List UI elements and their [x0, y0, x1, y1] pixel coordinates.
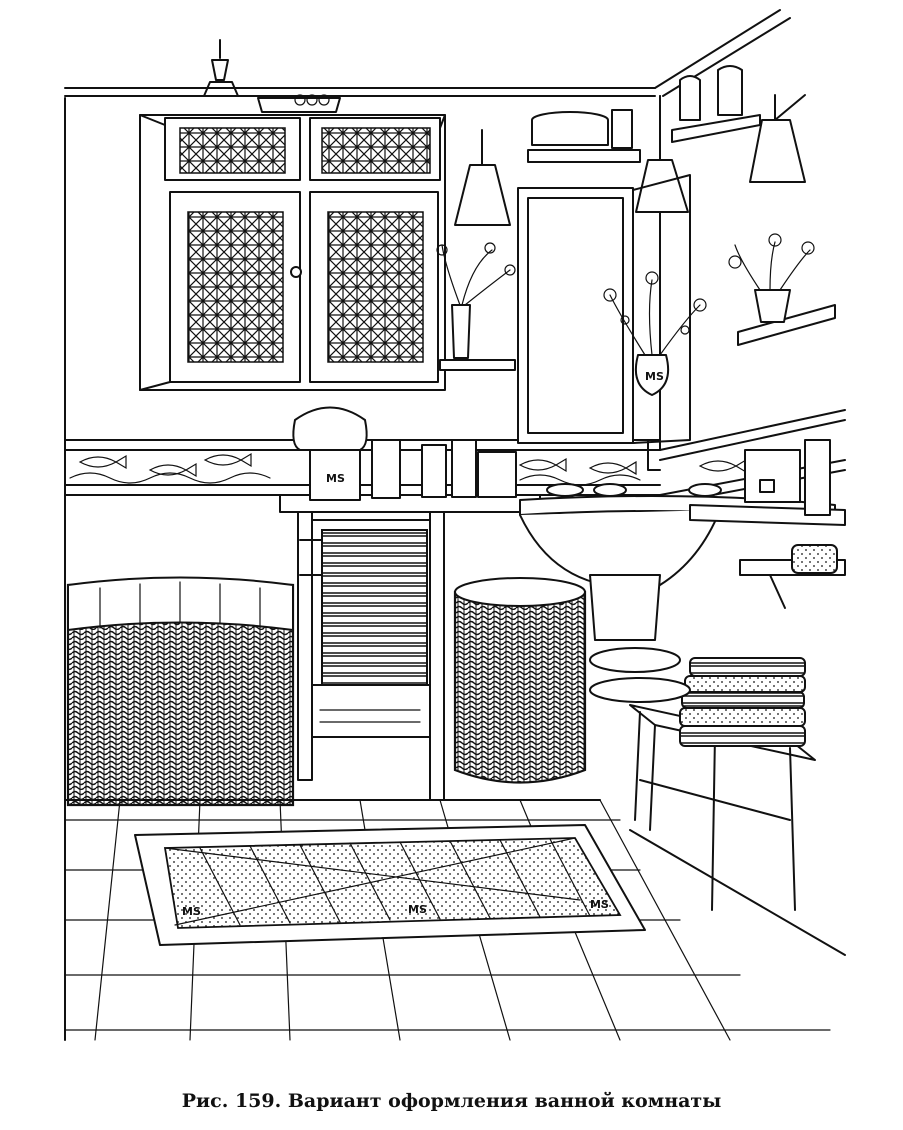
rug-monogram-center: MS — [408, 903, 427, 916]
stool-with-towels — [590, 648, 815, 910]
wicker-hamper — [455, 578, 585, 783]
rug: MS MS MS — [135, 825, 645, 945]
bathroom-illustration: MS MS — [0, 0, 903, 1070]
wicker-chest — [68, 578, 293, 806]
wall-shelves — [437, 66, 835, 370]
pendant-lamps — [455, 95, 805, 225]
wall-cabinet — [140, 40, 445, 390]
jar-monogram: MS — [326, 472, 345, 485]
towel — [300, 530, 430, 737]
rug-monogram-right: MS — [590, 898, 609, 911]
right-counter-items — [690, 440, 845, 608]
rug-monogram-left: MS — [182, 905, 201, 918]
mirror — [518, 175, 690, 443]
counter: MS — [280, 408, 540, 801]
vase-monogram: MS — [645, 370, 664, 383]
figure-caption: Рис. 159. Вариант оформления ванной комн… — [181, 1090, 722, 1112]
flower-vase: MS — [604, 272, 706, 395]
